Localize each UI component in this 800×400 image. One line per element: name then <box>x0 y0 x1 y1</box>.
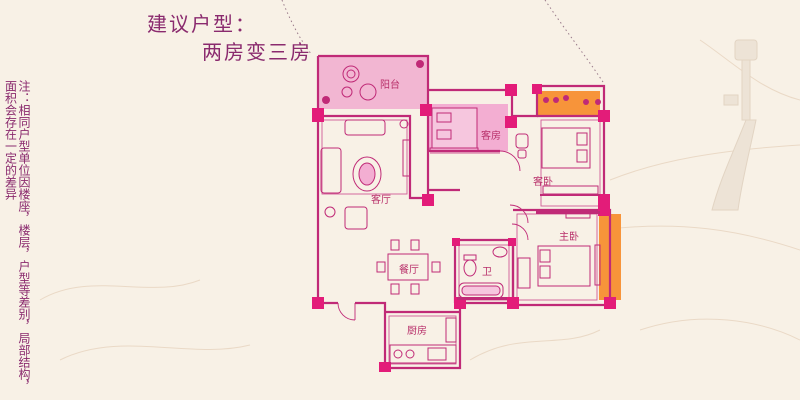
guest-bedroom-balcony-orange <box>537 91 600 116</box>
decorative-lamp-icon <box>711 39 758 211</box>
disclaimer-note: 注：相同户型单位因楼座，楼层，户型等差别，局部结构，面积会存在一定的差异 <box>3 80 32 392</box>
door-swings <box>337 150 529 321</box>
balcony-furniture <box>341 65 377 101</box>
label-dining-room: 餐厅 <box>399 265 419 276</box>
kitchen-fixtures <box>389 317 457 364</box>
living-room-furniture <box>320 119 411 230</box>
plant-icons <box>322 60 601 105</box>
title-line-1: 建议户型： <box>147 12 257 36</box>
label-guest-bedroom: 客卧 <box>533 177 553 188</box>
balcony-fill <box>318 56 428 109</box>
label-guest-room: 客房 <box>481 131 501 142</box>
label-living-room: 客厅 <box>371 195 391 206</box>
dining-table <box>376 239 441 295</box>
master-bedroom-bed <box>517 211 601 289</box>
label-bathroom: 卫 <box>482 267 492 278</box>
label-balcony: 阳台 <box>380 80 400 91</box>
window-stripes <box>430 150 600 300</box>
inner-lines <box>321 119 601 365</box>
dotted-leaders <box>281 0 604 83</box>
background-contours <box>39 39 800 361</box>
label-master-bedroom: 主卧 <box>559 232 579 243</box>
title-line-2: 两房变三房 <box>202 40 312 64</box>
guest-room-bed <box>429 107 479 152</box>
guest-bedroom-bed <box>515 127 599 195</box>
label-kitchen: 厨房 <box>407 326 427 337</box>
